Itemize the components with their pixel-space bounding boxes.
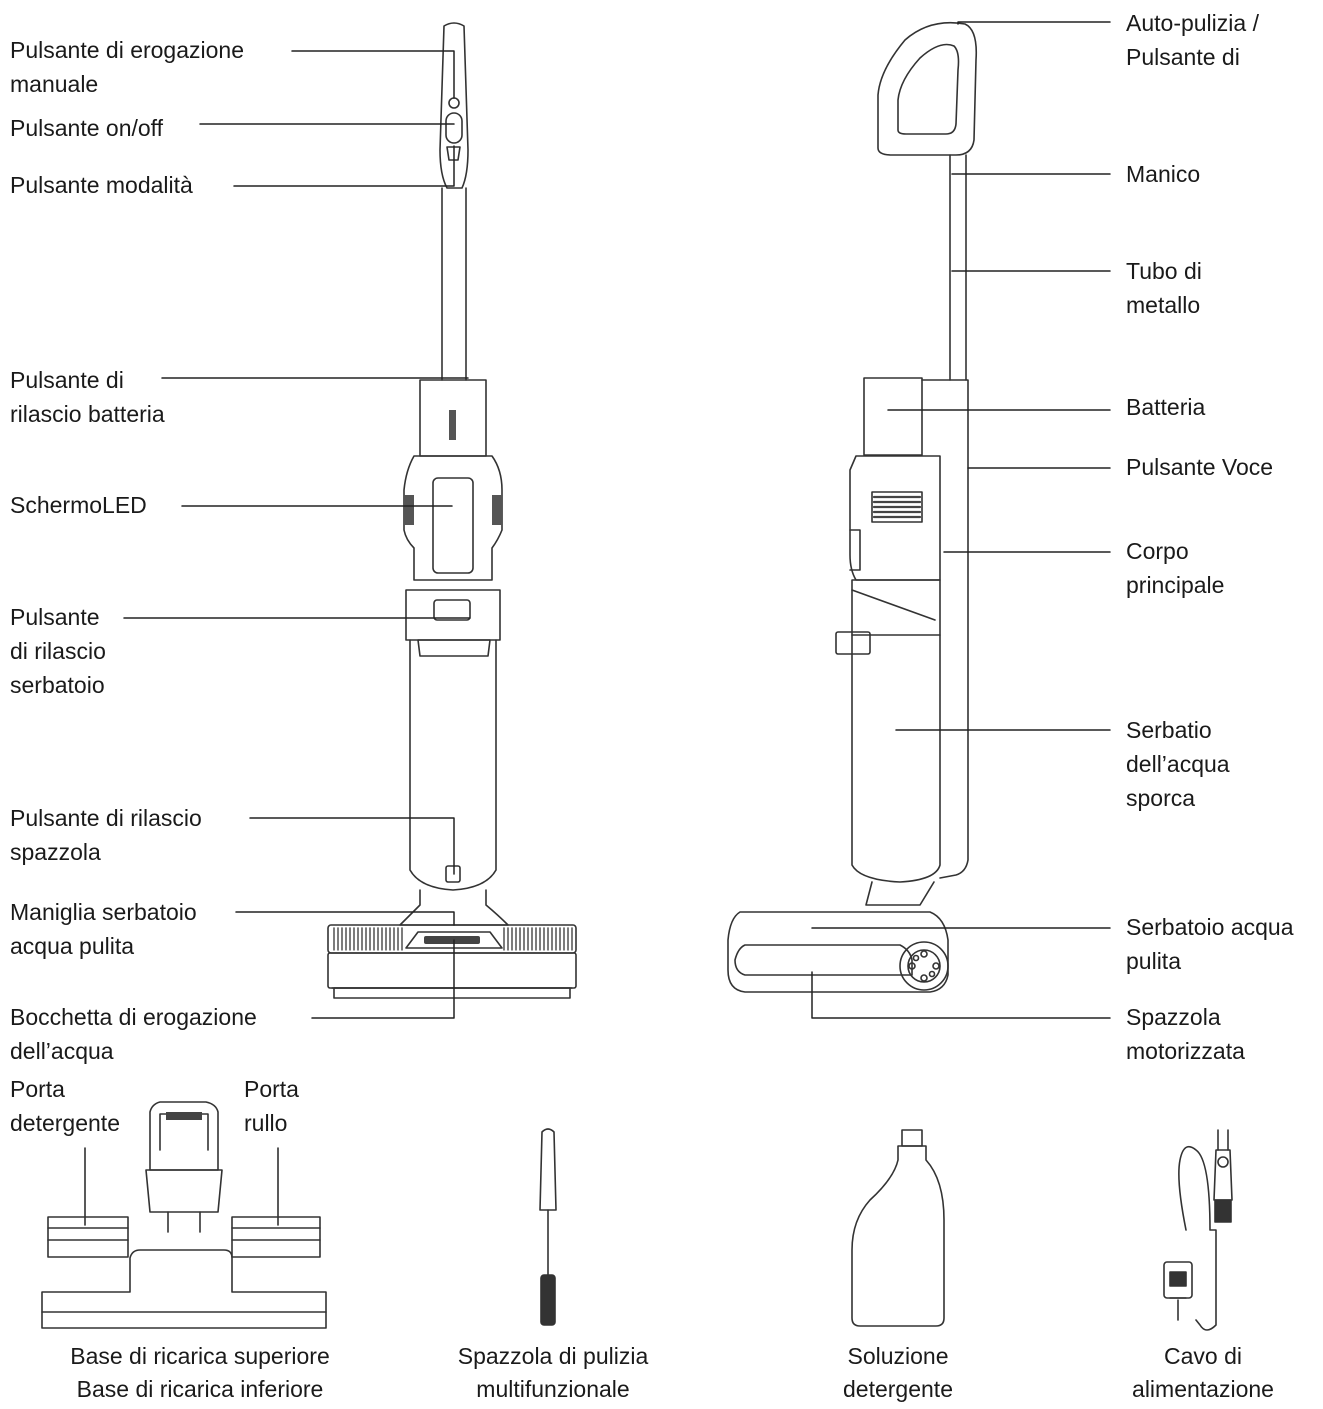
label-mode-button: Pulsante modalità xyxy=(10,172,193,198)
label-clean-tank-handle: Maniglia serbatoio acqua pulita xyxy=(10,899,197,959)
label-clean-water-tank: Serbatoio acqua pulita xyxy=(1126,914,1294,974)
caption-detergent: Soluzione detergente xyxy=(843,1343,953,1402)
detergent-bottle-drawing xyxy=(851,1129,945,1327)
label-metal-tube: Tubo di metallo xyxy=(1126,258,1202,318)
side-vacuum xyxy=(727,21,978,993)
cleaning-brush-drawing xyxy=(539,1128,557,1326)
label-tank-release-button: Pulsante di rilascio serbatoio xyxy=(10,604,106,698)
label-main-body: Corpo principale xyxy=(1126,538,1225,598)
label-water-nozzle: Bocchetta di erogazione dell’acqua xyxy=(10,1004,257,1064)
label-brush-release-button: Pulsante di rilascio spazzola xyxy=(10,805,202,865)
charging-dock xyxy=(41,1101,327,1329)
power-cable-drawing xyxy=(1163,1129,1233,1331)
front-vacuum xyxy=(327,22,577,999)
caption-cleaning-brush: Spazzola di pulizia multifunzionale xyxy=(457,1343,649,1402)
caption-charging-dock: Base di ricarica superiore Base di ricar… xyxy=(70,1343,330,1402)
caption-power-cable: Cavo di alimentazione xyxy=(1132,1343,1274,1402)
label-battery: Batteria xyxy=(1126,394,1206,420)
label-roller-holder: Porta rullo xyxy=(244,1076,299,1136)
label-led-screen: SchermoLED xyxy=(10,492,147,518)
label-battery-release-button: Pulsante di rilascio batteria xyxy=(10,367,165,427)
label-self-clean: Auto-pulizia / Pulsante di xyxy=(1126,10,1259,70)
leader-lines xyxy=(84,21,1111,1226)
label-motor-brush: Spazzola motorizzata xyxy=(1126,1004,1245,1064)
label-handle: Manico xyxy=(1126,161,1201,187)
label-manual-dispense-button: Pulsante di erogazione manuale xyxy=(10,37,244,97)
label-detergent-holder: Porta detergente xyxy=(10,1076,120,1136)
label-voice-button: Pulsante Voce xyxy=(1126,454,1274,480)
label-dirty-water-tank: Serbatio dell’acqua sporca xyxy=(1126,717,1230,811)
label-on-off-button: Pulsante on/off xyxy=(10,115,164,141)
